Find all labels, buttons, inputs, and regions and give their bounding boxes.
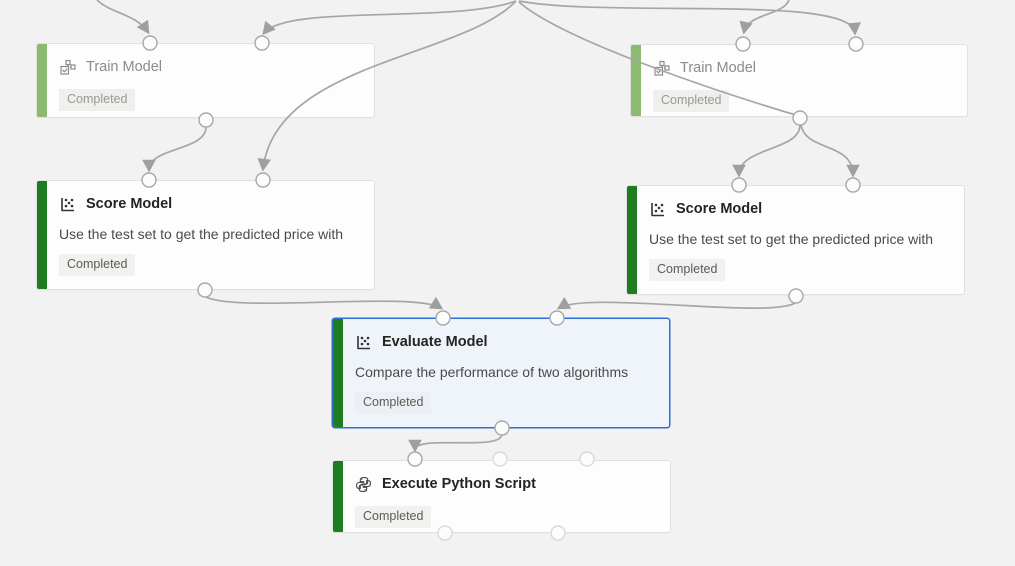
node-score-model-left[interactable]: Score Model Use the test set to get the … — [36, 180, 375, 290]
node-accent-bar — [37, 44, 47, 117]
node-title: Score Model — [676, 201, 763, 217]
flowchart-check-icon — [653, 60, 670, 77]
edge[interactable] — [739, 0, 790, 35]
python-icon — [355, 476, 372, 493]
status-badge: Completed — [355, 392, 432, 414]
scatter-plot-icon — [355, 334, 372, 351]
node-score-model-right[interactable]: Score Model Use the test set to get the … — [626, 185, 965, 295]
node-description: Use the test set to get the predicted pr… — [59, 226, 344, 242]
scatter-plot-icon — [59, 196, 76, 213]
node-evaluate-model[interactable]: Evaluate Model Compare the performance o… — [332, 318, 670, 428]
status-badge: Completed — [59, 254, 136, 276]
node-train-model-right[interactable]: Train Model Completed — [630, 44, 968, 117]
status-badge: Completed — [649, 259, 726, 281]
node-title: Evaluate Model — [382, 334, 488, 350]
edge[interactable] — [556, 296, 796, 310]
edge[interactable] — [205, 296, 444, 310]
node-title: Train Model — [680, 60, 757, 76]
edge[interactable] — [408, 433, 503, 453]
status-badge: Completed — [59, 89, 136, 111]
edge[interactable] — [142, 126, 207, 173]
scatter-plot-icon — [649, 201, 666, 218]
node-accent-bar — [333, 319, 343, 427]
edge[interactable] — [732, 124, 801, 178]
node-description: Use the test set to get the predicted pr… — [649, 231, 934, 247]
node-accent-bar — [631, 45, 641, 116]
node-accent-bar — [627, 186, 637, 294]
node-title: Score Model — [86, 196, 173, 212]
status-badge: Completed — [653, 90, 730, 112]
node-execute-python-script[interactable]: Execute Python Script Completed — [332, 460, 671, 533]
node-title: Execute Python Script — [382, 476, 536, 492]
node-accent-bar — [37, 181, 47, 289]
node-title: Train Model — [86, 59, 163, 75]
edge[interactable] — [96, 0, 150, 35]
edge[interactable] — [518, 0, 861, 36]
edge[interactable] — [800, 124, 860, 178]
flowchart-check-icon — [59, 59, 76, 76]
node-accent-bar — [333, 461, 343, 532]
node-description: Compare the performance of two algorithm… — [355, 364, 629, 380]
node-train-model-left[interactable]: Train Model Completed — [36, 43, 375, 118]
status-badge: Completed — [355, 506, 432, 528]
edge[interactable] — [262, 0, 517, 35]
